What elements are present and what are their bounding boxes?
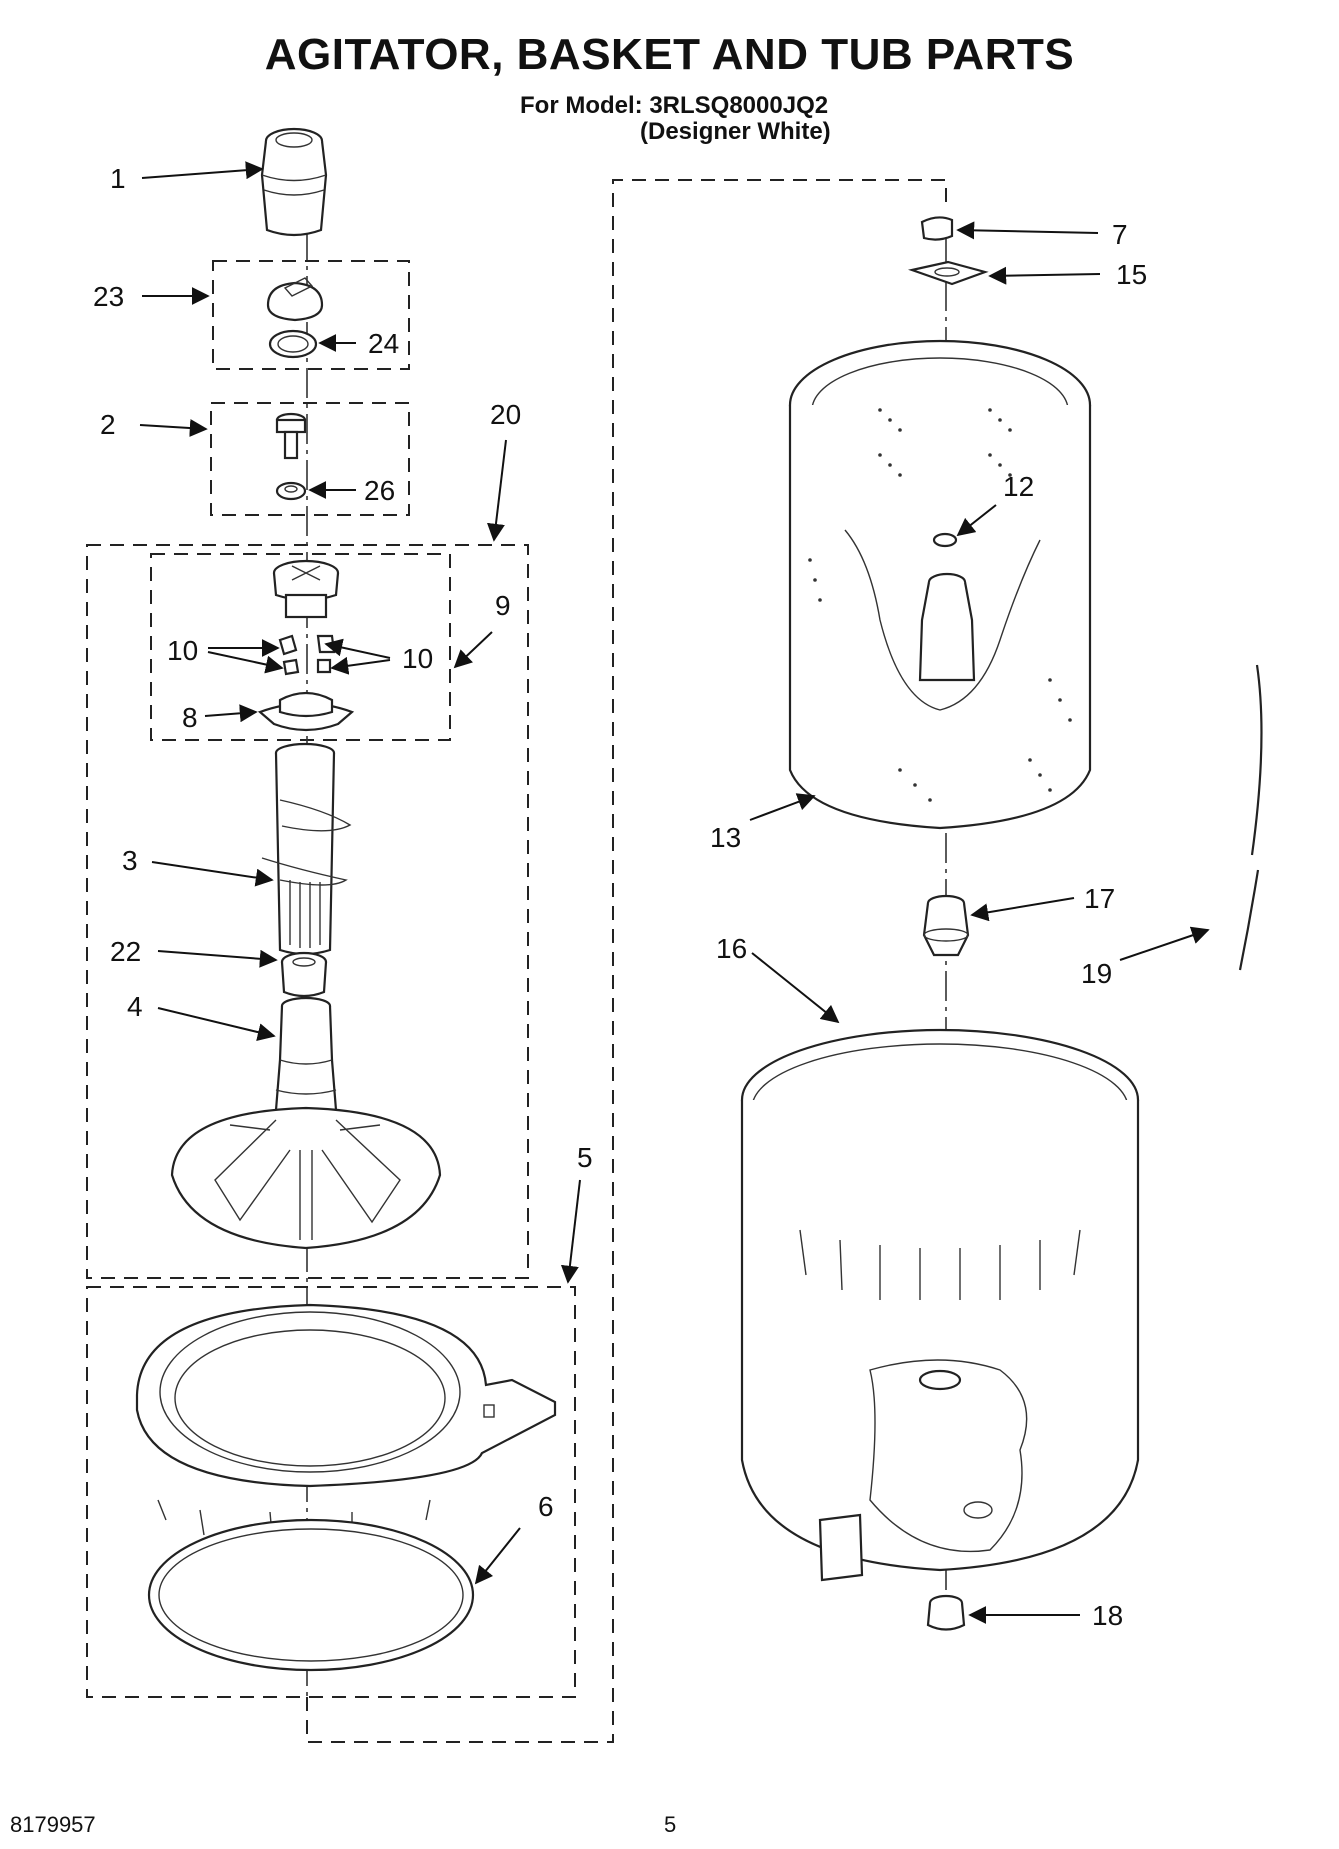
leader-13 bbox=[749, 793, 816, 821]
agitator-cap bbox=[260, 127, 328, 237]
color-line: (Designer White) bbox=[640, 118, 831, 145]
spin-basket bbox=[788, 339, 1092, 830]
page-number: 5 bbox=[664, 1812, 677, 1837]
group-box-5 bbox=[86, 1286, 576, 1698]
spin-basket-clip bbox=[920, 216, 954, 241]
leader-16 bbox=[751, 952, 840, 1024]
auger bbox=[261, 742, 352, 956]
callout-12: 12 bbox=[1003, 471, 1034, 502]
callout-4: 4 bbox=[127, 991, 143, 1022]
leader-17 bbox=[970, 897, 1075, 922]
agitator-bearing bbox=[280, 951, 328, 998]
callout-20: 20 bbox=[490, 399, 521, 430]
leader-10b-top bbox=[324, 638, 391, 659]
leader-9 bbox=[453, 631, 493, 669]
connector-line bbox=[306, 179, 947, 1743]
leader-1 bbox=[141, 161, 264, 180]
callout-3: 3 bbox=[122, 845, 138, 876]
drive-block bbox=[907, 260, 989, 286]
callout-18: 18 bbox=[1092, 1600, 1123, 1631]
leader-19 bbox=[1119, 926, 1210, 961]
callout-26: 26 bbox=[364, 475, 395, 506]
model-line: For Model: 3RLSQ8000JQ2 bbox=[520, 92, 829, 119]
washer bbox=[275, 481, 307, 501]
callout-15: 15 bbox=[1116, 259, 1147, 290]
callout-2: 2 bbox=[100, 409, 116, 440]
callout-7: 7 bbox=[1112, 219, 1128, 250]
group-box-9 bbox=[150, 553, 451, 741]
leader-20 bbox=[486, 439, 507, 542]
leader-4 bbox=[157, 1007, 276, 1041]
basket-drive bbox=[922, 894, 970, 957]
leader-22 bbox=[157, 949, 278, 968]
leader-8 bbox=[204, 704, 258, 723]
leader-10a-bot bbox=[207, 651, 284, 674]
callout-6: 6 bbox=[538, 1491, 554, 1522]
callout-23: 23 bbox=[93, 281, 124, 312]
callout-17: 17 bbox=[1084, 883, 1115, 914]
leader-12 bbox=[956, 504, 997, 537]
callout-1: 1 bbox=[110, 163, 126, 194]
o-ring bbox=[268, 329, 318, 359]
outer-tub bbox=[740, 1028, 1140, 1582]
tub-ring bbox=[135, 1303, 557, 1536]
leader-10b-bot bbox=[330, 656, 391, 675]
drain-seal bbox=[926, 1594, 966, 1631]
callout-10-left: 10 bbox=[167, 635, 198, 666]
leader-5 bbox=[560, 1179, 581, 1284]
doc-number: 8179957 bbox=[10, 1812, 96, 1837]
agitator-base bbox=[170, 996, 442, 1250]
callout-24: 24 bbox=[368, 328, 399, 359]
callout-8: 8 bbox=[182, 702, 198, 733]
tub-ring-gasket bbox=[147, 1518, 475, 1672]
callout-10-right: 10 bbox=[402, 643, 433, 674]
leader-2 bbox=[139, 419, 208, 438]
callout-19: 19 bbox=[1081, 958, 1112, 989]
leader-3 bbox=[151, 861, 274, 887]
leader-15 bbox=[988, 266, 1101, 285]
callout-22: 22 bbox=[110, 936, 141, 967]
callout-5: 5 bbox=[577, 1142, 593, 1173]
cam-plate bbox=[257, 691, 355, 732]
agitator-cam bbox=[272, 559, 340, 619]
group-box-2 bbox=[210, 402, 410, 516]
page-title: AGITATOR, BASKET AND TUB PARTS bbox=[264, 30, 1075, 79]
group-box-23 bbox=[212, 260, 410, 370]
callout-9: 9 bbox=[495, 590, 511, 621]
agitator-bolt bbox=[275, 412, 307, 460]
callout-13: 13 bbox=[710, 822, 741, 853]
callout-16: 16 bbox=[716, 933, 747, 964]
leader-7 bbox=[956, 221, 1099, 240]
cap-insert bbox=[266, 277, 324, 322]
hose bbox=[1238, 664, 1263, 971]
leader-6 bbox=[474, 1527, 521, 1585]
